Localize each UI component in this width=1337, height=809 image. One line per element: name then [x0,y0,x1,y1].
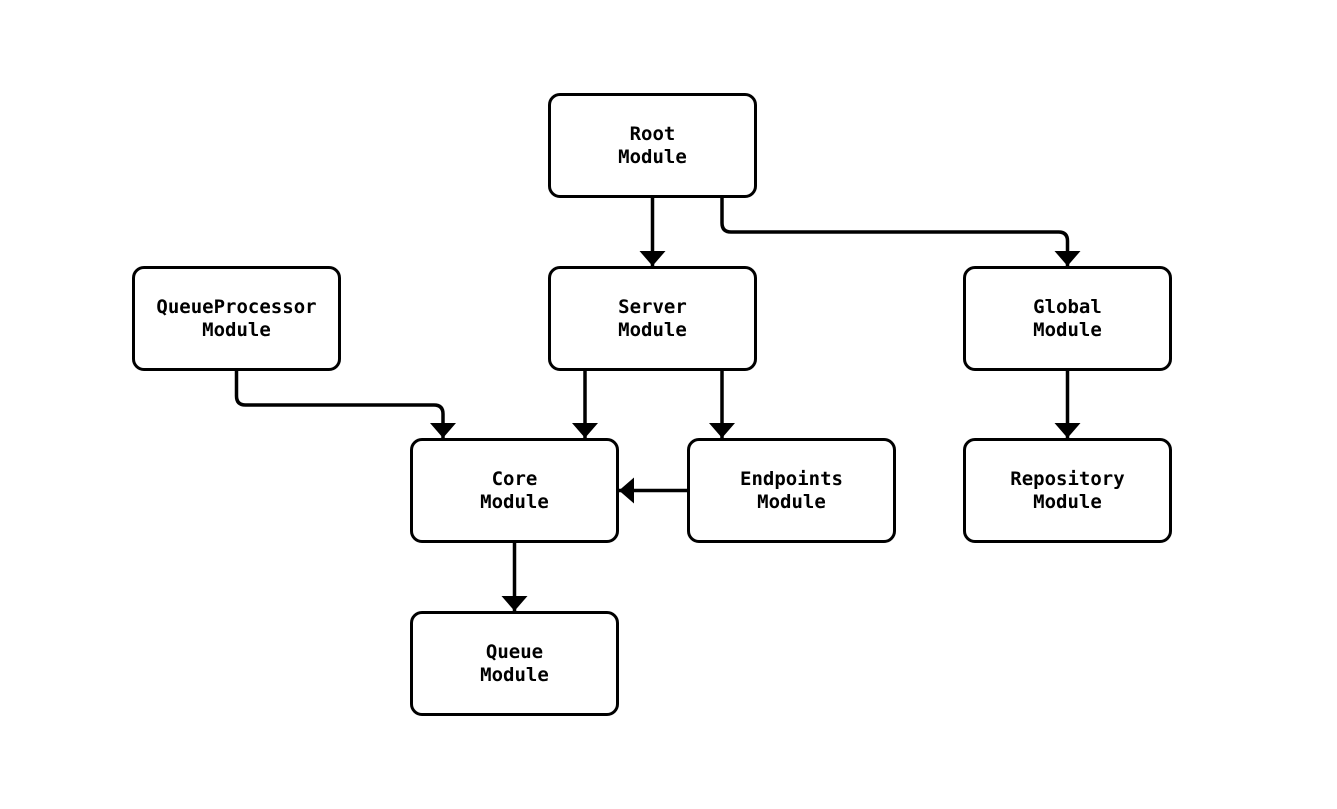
node-root-module-label: Root Module [618,122,687,168]
node-queue-module: Queue Module [410,611,619,716]
node-global-module: Global Module [963,266,1172,371]
node-server-module: Server Module [548,266,757,371]
node-root-module: Root Module [548,93,757,198]
node-core-module: Core Module [410,438,619,543]
node-global-module-label: Global Module [1033,295,1102,341]
edge-root-to-global [720,198,1081,266]
node-queueprocessor-module-label: QueueProcessor Module [156,295,317,341]
edge-queueprocessor-to-core [234,371,456,438]
node-core-module-label: Core Module [480,467,549,513]
node-endpoints-module-label: Endpoints Module [740,467,843,513]
node-queue-module-label: Queue Module [480,640,549,686]
node-repository-module: Repository Module [963,438,1172,543]
node-endpoints-module: Endpoints Module [687,438,896,543]
node-server-module-label: Server Module [618,295,687,341]
node-repository-module-label: Repository Module [1010,467,1125,513]
node-queueprocessor-module: QueueProcessor Module [132,266,341,371]
